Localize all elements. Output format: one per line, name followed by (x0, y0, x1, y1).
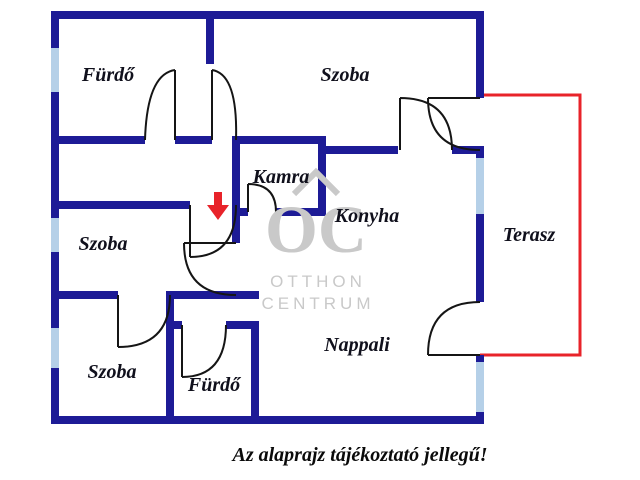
room-label-szoba-mid: Szoba (79, 233, 128, 255)
entrance-arrow-icon (207, 192, 229, 220)
watermark-word-otthon: OTTHON (270, 272, 366, 291)
room-label-konyha: Konyha (334, 205, 399, 227)
watermark-initials: OC (265, 191, 367, 267)
room-label-kamra: Kamra (252, 166, 310, 188)
watermark-logo: OC OTTHON CENTRUM (262, 167, 375, 313)
terrace-outline (480, 93, 582, 357)
watermark-house-icon (291, 167, 341, 197)
room-label-szoba-bottom: Szoba (88, 361, 137, 383)
room-label-furdo-bottom: Fürdő (187, 374, 242, 396)
plan-disclaimer-caption: Az alaprajz tájékoztató jellegű! (230, 444, 487, 466)
room-label-szoba-top: Szoba (321, 64, 370, 86)
watermark-word-centrum: CENTRUM (262, 294, 375, 313)
door-arcs (117, 69, 481, 378)
room-label-terasz: Terasz (503, 224, 556, 246)
room-label-furdo-top: Fürdő (81, 64, 136, 86)
room-label-nappali: Nappali (323, 334, 390, 356)
windows (51, 48, 484, 412)
